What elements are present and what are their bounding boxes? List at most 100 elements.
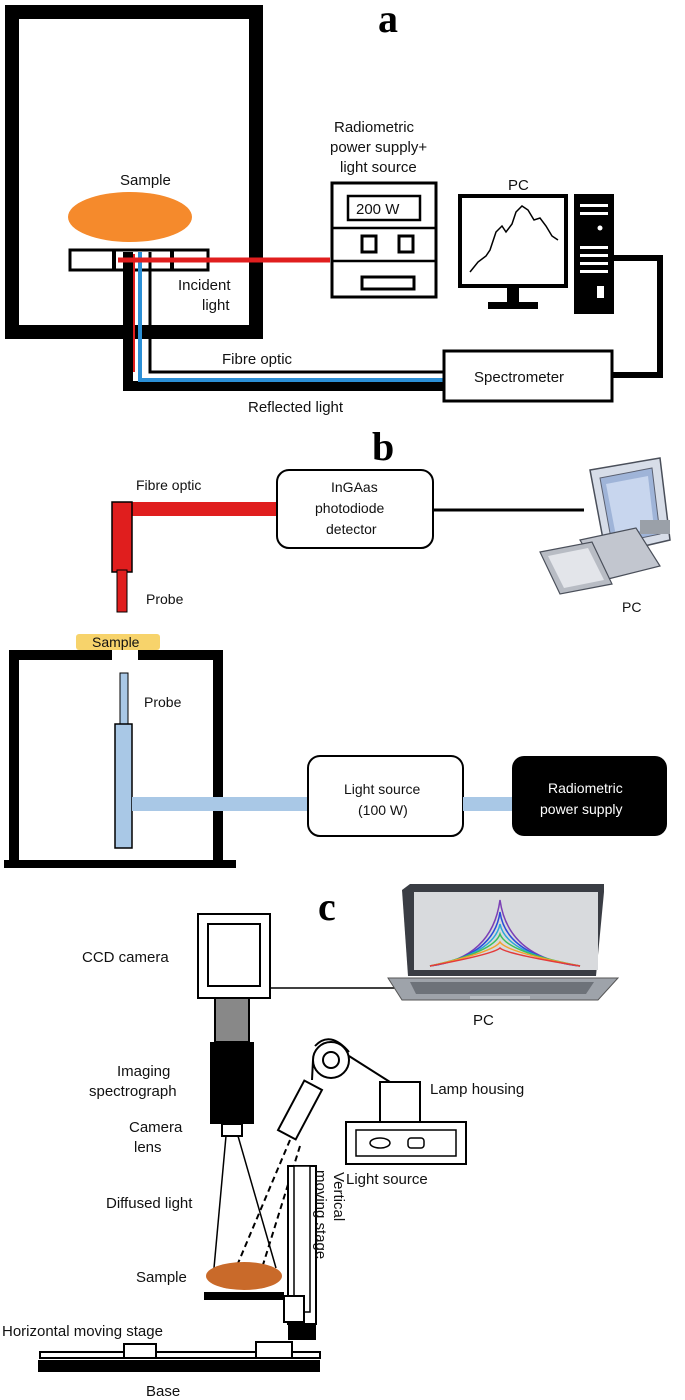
sample-a-label: Sample <box>120 172 171 189</box>
pc-monitor-a <box>458 194 568 288</box>
tower-slot-2 <box>580 212 608 215</box>
light-source-box-b <box>307 755 464 837</box>
camera-lens-label-1: Camera <box>129 1119 183 1136</box>
imaging-label-1: Imaging <box>117 1063 170 1080</box>
vertical-stage-label-2: moving stage <box>312 1170 329 1259</box>
sample-b-label: Sample <box>92 634 140 650</box>
probe-top-label: Probe <box>146 591 184 607</box>
spectrograph-lower <box>210 1042 254 1124</box>
detector-label-3: detector <box>326 521 377 537</box>
pulley-inner <box>322 1051 340 1069</box>
ray-right <box>237 1135 277 1269</box>
power-supply-b-label-2: power supply <box>540 801 623 817</box>
panel-c: c CCD camera PC Imaging spectrogr <box>2 884 620 1400</box>
base-label: Base <box>146 1383 180 1400</box>
sample-tray <box>204 1292 284 1300</box>
incident-label-2: light <box>202 297 230 314</box>
sample-c-label: Sample <box>136 1269 187 1286</box>
probe-top-upper <box>111 501 133 573</box>
enclosure-base-b <box>4 860 236 868</box>
horizontal-stage-label: Horizontal moving stage <box>2 1323 163 1340</box>
enclosure-b <box>9 650 223 866</box>
tower-slot-5 <box>580 262 608 265</box>
pulley-arc <box>314 1038 350 1053</box>
ccd-camera-inner <box>207 923 261 987</box>
probe-top-tip <box>116 569 128 613</box>
lamp-fibre-c <box>311 1055 391 1083</box>
laptop-c <box>387 884 620 1001</box>
tower-button <box>597 286 604 298</box>
spectrograph-upper <box>214 997 250 1043</box>
power-display-text: 200 W <box>356 201 400 218</box>
pc-workstation-b <box>539 457 671 595</box>
spectrum-curve-a <box>469 205 559 273</box>
vertical-carriage <box>283 1295 305 1323</box>
light-source-knob-1 <box>369 1137 391 1149</box>
tower-led <box>597 225 603 231</box>
probe-bottom-tip <box>119 672 129 726</box>
pc-c-label: PC <box>473 1012 494 1029</box>
tower-slot-6 <box>580 270 608 273</box>
power-supply-box-b <box>512 756 667 836</box>
pc-cable-a <box>612 255 663 378</box>
power-supply-b-label-1: Radiometric <box>548 780 623 796</box>
light-source-b-label-1: Light source <box>344 781 420 797</box>
horizontal-carriage-2 <box>255 1341 293 1359</box>
panel-a-letter: a <box>378 0 398 41</box>
power-display-a <box>346 194 422 222</box>
vertical-stage-label-1: Vertical <box>330 1172 347 1221</box>
power-supply-label-3: light source <box>340 159 417 176</box>
fibre-optic-b <box>112 502 278 516</box>
panel-b: b Fibre optic Probe InGAas photodiode de… <box>4 424 671 868</box>
vertical-rail-inner <box>293 1165 311 1313</box>
pc-stand-a <box>507 286 519 302</box>
probe-bottom-label: Probe <box>144 694 182 710</box>
light-guide <box>276 1079 324 1141</box>
pc-drive-b <box>640 520 670 534</box>
sample-a <box>68 192 192 242</box>
panel-a: a Sample Incident light Radiometric powe… <box>5 0 663 416</box>
base-plate <box>38 1360 320 1372</box>
ray-left <box>213 1135 227 1269</box>
stage-divider-a <box>112 250 116 270</box>
pc-base-a <box>488 302 538 309</box>
camera-lens <box>221 1123 243 1137</box>
detector-label-1: InGAas <box>331 479 378 495</box>
reflected-light-label: Reflected light <box>248 399 344 416</box>
ccd-camera-label: CCD camera <box>82 949 169 966</box>
lamp-housing-label: Lamp housing <box>430 1081 524 1098</box>
power-knob-2 <box>397 234 415 254</box>
fibre-optic-a-label: Fibre optic <box>222 351 293 368</box>
spectrometer-label: Spectrometer <box>474 369 564 386</box>
laptop-spectra <box>429 899 581 967</box>
light-source-c-label: Light source <box>346 1171 428 1188</box>
fibre-power-b <box>463 797 513 811</box>
power-supply-label-1: Radiometric <box>334 119 415 136</box>
dashed-ray-1 <box>235 1139 291 1269</box>
sample-c <box>206 1262 282 1290</box>
vertical-foot <box>288 1324 316 1340</box>
imaging-label-2: spectrograph <box>89 1083 177 1100</box>
panel-b-letter: b <box>372 424 394 469</box>
light-source-b-label-2: (100 W) <box>358 802 408 818</box>
tower-slot-1 <box>580 204 608 207</box>
sample-b <box>76 634 160 650</box>
fibre-outer-a <box>123 252 444 391</box>
tower-slot-4 <box>580 254 608 257</box>
fibre-light-b <box>132 797 308 811</box>
reflected-fibre-a <box>138 252 444 382</box>
incident-label-1: Incident <box>178 277 231 294</box>
pc-b-label: PC <box>622 599 641 615</box>
power-knob-1 <box>360 234 378 254</box>
power-slot-a <box>360 275 416 291</box>
horizontal-rail <box>39 1351 321 1359</box>
spectrometer-box <box>442 349 614 403</box>
fibre-inner-a <box>148 252 444 374</box>
power-supply-label-2: power supply+ <box>330 139 427 156</box>
tower-slot-3 <box>580 246 608 249</box>
diffused-light-label: Diffused light <box>106 1195 193 1212</box>
pc-a-label: PC <box>508 177 529 194</box>
panel-c-letter: c <box>318 884 336 929</box>
light-source-knob-2 <box>407 1137 425 1149</box>
